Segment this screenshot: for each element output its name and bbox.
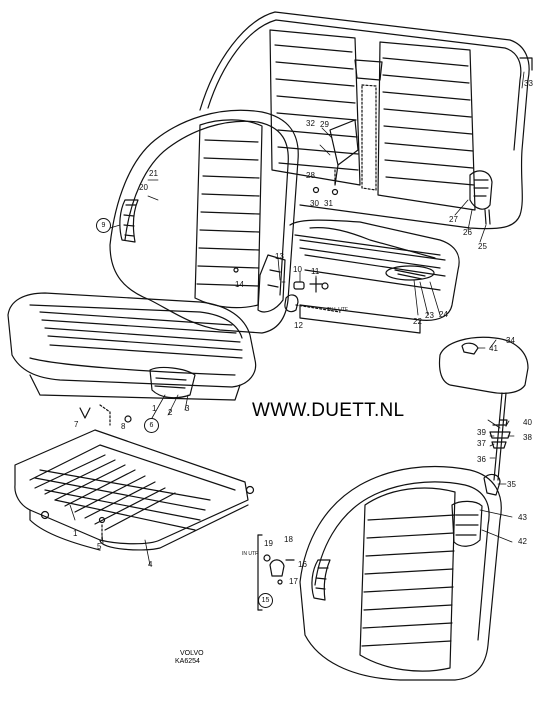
callout-24: 24 — [439, 310, 448, 319]
rear-backrest — [199, 11, 533, 230]
callout-39: 39 — [477, 428, 486, 437]
callout-34: 34 — [506, 336, 515, 345]
callout-32: 32 — [306, 119, 315, 128]
callout-19: 19 — [264, 539, 273, 548]
callout-9: 9 — [96, 218, 111, 233]
callout-42: 42 — [518, 537, 527, 546]
callout-8: 8 — [121, 422, 126, 431]
callout-27: 27 — [449, 215, 458, 224]
note-in-utf: IN UTF — [242, 551, 259, 557]
callout-26: 26 — [463, 228, 472, 237]
callout-2: 2 — [168, 408, 173, 417]
website-watermark: WWW.DUETT.NL — [252, 400, 405, 421]
callout-36: 36 — [477, 455, 486, 464]
callout-22: 22 — [413, 317, 422, 326]
front-backrest-lower — [257, 465, 502, 681]
rear-cushion — [289, 219, 460, 334]
callout-20: 20 — [139, 183, 148, 192]
callout-43: 43 — [518, 513, 527, 522]
diagram-code: KA6254 — [175, 658, 200, 665]
callout-40: 40 — [523, 418, 532, 427]
callout-4: 4 — [148, 560, 153, 569]
callout-1-top: 1 — [152, 404, 157, 413]
note-till-utf: TILL UTF — [327, 307, 348, 313]
callout-5: 5 — [97, 542, 102, 551]
callout-1: 1 — [73, 529, 78, 538]
callout-35: 35 — [507, 480, 516, 489]
callout-23: 23 — [425, 311, 434, 320]
callout-14: 14 — [235, 280, 244, 289]
callout-31: 31 — [324, 199, 333, 208]
callout-38: 38 — [523, 433, 532, 442]
callout-28: 28 — [306, 171, 315, 180]
callout-25: 25 — [478, 242, 487, 251]
callout-10: 10 — [293, 265, 302, 274]
leader-lines — [69, 71, 525, 566]
seat-frame — [14, 429, 255, 551]
callout-37: 37 — [477, 439, 486, 448]
callout-15: 15 — [258, 593, 273, 608]
brand-caption: VOLVO — [180, 650, 204, 657]
small-fittings — [284, 277, 341, 313]
callout-41: 41 — [489, 344, 498, 353]
front-cushion — [7, 292, 257, 426]
callout-30: 30 — [310, 199, 319, 208]
callout-21: 21 — [149, 169, 158, 178]
callout-18: 18 — [284, 535, 293, 544]
callout-33: 33 — [524, 79, 533, 88]
callout-13: 13 — [275, 252, 284, 261]
callout-6: 6 — [144, 418, 159, 433]
callout-29: 29 — [320, 120, 329, 129]
callout-16: 16 — [298, 560, 307, 569]
callout-3: 3 — [185, 404, 190, 413]
callout-7: 7 — [74, 420, 79, 429]
headrest — [438, 336, 529, 496]
callout-11: 11 — [311, 267, 320, 276]
front-backrest-upper — [109, 109, 299, 334]
callout-12: 12 — [294, 321, 303, 330]
callout-17: 17 — [289, 577, 298, 586]
